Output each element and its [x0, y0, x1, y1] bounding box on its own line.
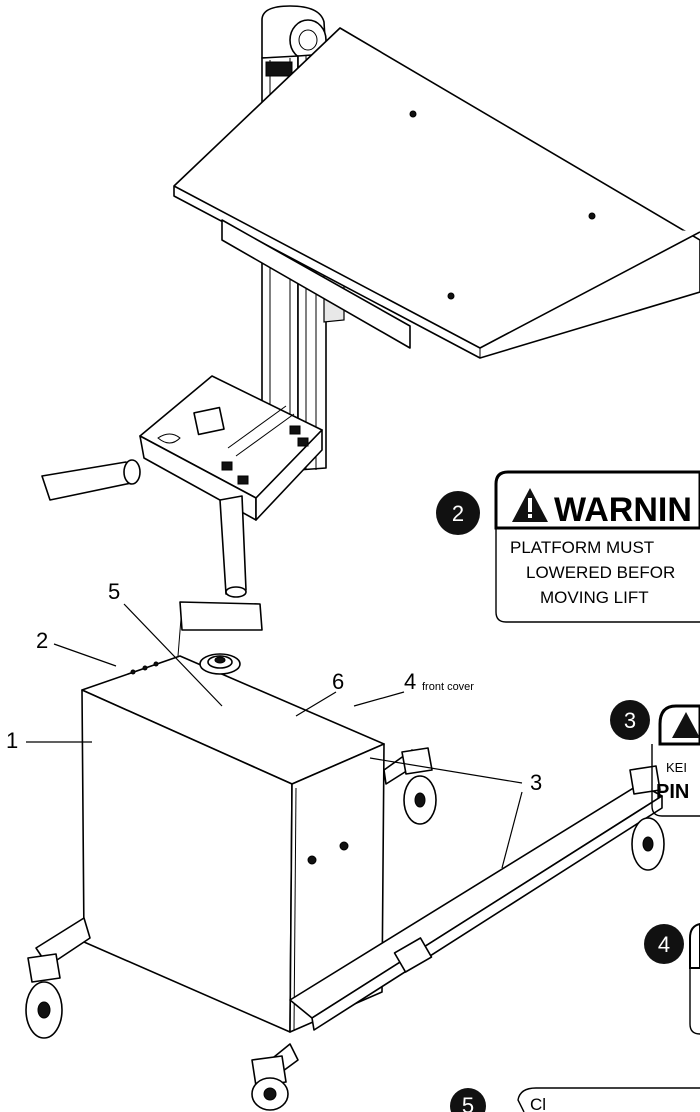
- callout-6: 6: [332, 669, 344, 694]
- warning-label-3: 3 KEI PIN: [610, 700, 700, 817]
- callout-5: 5: [108, 579, 120, 604]
- caster-wheels: [25, 747, 665, 1111]
- callout-2: 2: [36, 628, 48, 653]
- callout-3: 3: [530, 770, 542, 795]
- front-cover-note: front cover: [422, 681, 474, 693]
- part-callouts: 5 2 1 6 4 front cover 3: [6, 579, 542, 869]
- label-3-line-1: KEI: [666, 760, 687, 775]
- label-3-line-2: PIN: [656, 781, 689, 803]
- warning-line-2: LOWERED BEFOR: [526, 563, 675, 582]
- warning-line-3: MOVING LIFT: [540, 588, 649, 607]
- callout-1: 1: [6, 728, 18, 753]
- warning-label-2: 2 WARNIN PLATFORM MUST LOWERED BEFOR MOV…: [436, 470, 700, 623]
- platform-tray: [173, 27, 700, 359]
- warning-triangle-icon-3: [672, 712, 700, 738]
- control-pendant: [41, 375, 323, 598]
- callout-4: 4: [404, 669, 416, 694]
- badge-number-2: 2: [452, 501, 464, 526]
- warning-title: WARNIN: [554, 491, 692, 529]
- base-cabinet: [81, 601, 385, 1033]
- warning-line-1: PLATFORM MUST: [510, 538, 654, 557]
- base-legs: [35, 749, 663, 1083]
- badge-number-3: 3: [624, 708, 636, 733]
- badge-number-4: 4: [658, 932, 670, 957]
- badge-number-5: 5: [462, 1093, 474, 1112]
- label-5-text: Cl: [530, 1095, 546, 1112]
- warning-label-4: 4: [644, 922, 700, 1035]
- warning-label-5: 5 Cl: [450, 1087, 700, 1112]
